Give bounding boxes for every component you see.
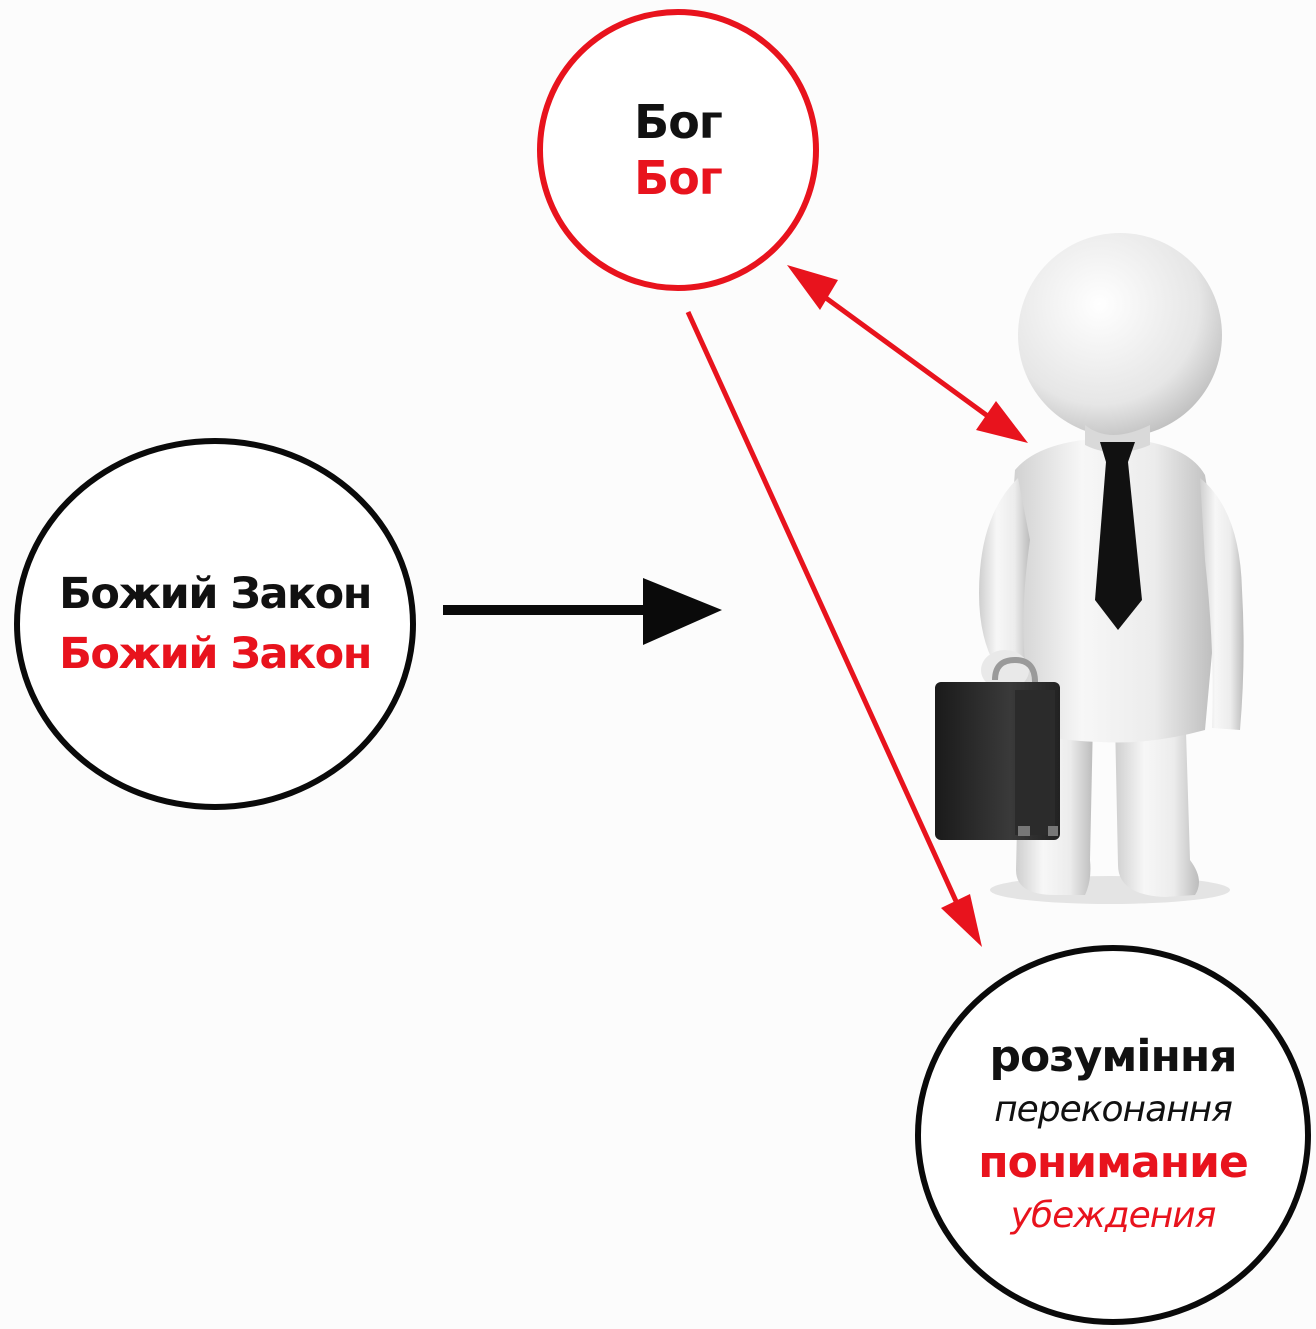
gods-law-label-ru: Божий Закон [59, 629, 372, 679]
figure-torso [1010, 438, 1217, 743]
businessman-figure-icon [935, 233, 1244, 904]
necktie-icon [1095, 442, 1142, 630]
gods-law-label-ua: Божий Закон [59, 569, 372, 619]
briefcase-icon [935, 656, 1060, 840]
gods-law-node: Божий Закон Божий Закон [14, 438, 416, 810]
understanding-label-ua: розуміння [989, 1031, 1237, 1082]
figure-neck [1085, 425, 1150, 453]
understanding-node: розуміння переконання понимание убеждени… [915, 945, 1311, 1325]
conviction-label-ua: переконання [994, 1089, 1233, 1130]
god-node: Бог Бог [537, 9, 819, 291]
figure-right-leg [1115, 700, 1199, 897]
figure-shadow [990, 876, 1230, 904]
understanding-label-ru: понимание [978, 1137, 1249, 1188]
figure-hand [981, 650, 1029, 690]
arrow-god-to-understanding [685, 310, 982, 947]
arrow-god-person-bidirectional [787, 265, 1028, 443]
god-label-ru: Бог [634, 151, 723, 205]
conviction-label-ru: убеждения [1010, 1195, 1217, 1236]
god-label-ua: Бог [634, 95, 723, 149]
arrow-law-to-person [443, 578, 722, 645]
figure-left-leg [1016, 700, 1093, 895]
figure-left-arm [979, 478, 1030, 665]
figure-right-arm [1200, 478, 1244, 730]
figure-head [1018, 233, 1222, 437]
